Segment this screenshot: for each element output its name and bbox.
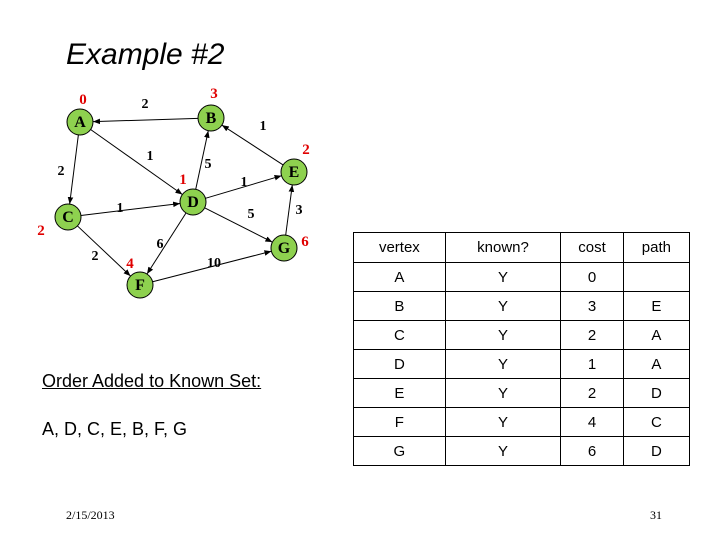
edge-weight-A-D: 1 — [147, 149, 154, 164]
node-cost-E: 2 — [302, 142, 310, 158]
cell-known: Y — [444, 378, 562, 408]
cell-path: A — [622, 349, 691, 379]
footer-page-number: 31 — [650, 508, 662, 522]
cell-path: C — [622, 407, 691, 437]
edge-D-B — [195, 130, 210, 190]
edge-A-D — [90, 129, 183, 195]
edge-weight-D-B: 5 — [205, 157, 212, 172]
cell-vertex: B — [353, 291, 446, 321]
edge-C-F — [77, 225, 131, 277]
edge-D-G — [204, 207, 273, 243]
cell-path: D — [622, 436, 691, 466]
header-path: path — [622, 232, 691, 263]
node-label-C: C — [62, 209, 74, 226]
order-heading: Order Added to Known Set: — [42, 371, 262, 391]
cell-cost: 1 — [560, 349, 624, 379]
cell-path: E — [622, 291, 691, 321]
cell-vertex: D — [353, 349, 446, 379]
edge-A-C — [67, 134, 79, 205]
cell-vertex: C — [353, 320, 446, 350]
edge-weight-D-E: 1 — [241, 175, 248, 190]
cell-known: Y — [444, 291, 562, 321]
node-cost-A: 0 — [79, 92, 87, 108]
edge-weight-G-E: 3 — [296, 203, 303, 218]
node-label-G: G — [278, 240, 291, 257]
cell-path: A — [622, 320, 691, 350]
edges: 2 2 1 5 1 1 1 5 3 2 6 10 — [58, 97, 303, 283]
edge-weight-C-F: 2 — [92, 249, 99, 264]
cell-cost: 6 — [560, 436, 624, 466]
edge-weight-D-F: 6 — [157, 237, 164, 252]
footer-date: 2/15/2013 — [66, 508, 115, 522]
edge-weight-E-B: 1 — [260, 119, 267, 134]
edge-D-E — [205, 175, 282, 199]
order-list: A, D, C, E, B, F, G — [42, 419, 188, 439]
cell-path: D — [622, 378, 691, 408]
node-cost-F: 4 — [126, 256, 134, 272]
edge-G-E — [285, 184, 295, 236]
node-cost-D: 1 — [179, 172, 187, 188]
table-row: C Y 2 A — [353, 320, 691, 350]
node-G — [270, 234, 298, 262]
node-label-A: A — [74, 114, 86, 131]
edge-weight-C-D: 1 — [117, 201, 124, 216]
cell-cost: 2 — [560, 378, 624, 408]
table-row: F Y 4 C — [353, 407, 691, 437]
cell-known: Y — [444, 407, 562, 437]
cell-vertex: F — [353, 407, 446, 437]
table-row: B Y 3 E — [353, 291, 691, 321]
node-cost-G: 6 — [301, 234, 309, 250]
header-known: known? — [444, 232, 562, 263]
cell-vertex: E — [353, 378, 446, 408]
edge-weight-F-G: 10 — [207, 256, 221, 271]
cell-cost: 4 — [560, 407, 624, 437]
dijkstra-table: vertex known? cost path A Y 0 B Y 3 E C … — [353, 232, 691, 466]
node-D — [179, 188, 207, 216]
edge-F-G — [152, 250, 272, 283]
cell-known: Y — [444, 349, 562, 379]
table-header-row: vertex known? cost path — [353, 232, 691, 263]
edge-E-B — [221, 124, 284, 166]
edge-D-F — [146, 212, 187, 275]
cell-cost: 3 — [560, 291, 624, 321]
table-row: D Y 1 A — [353, 349, 691, 379]
table-row: E Y 2 D — [353, 378, 691, 408]
edge-C-D — [80, 201, 181, 216]
node-label-F: F — [135, 277, 145, 294]
edge-B-A — [92, 117, 199, 125]
node-label-B: B — [206, 110, 217, 127]
node-cost-C: 2 — [37, 223, 45, 239]
edge-weight-A-C: 2 — [58, 164, 65, 179]
cell-vertex: A — [353, 262, 446, 292]
node-F — [126, 271, 154, 299]
edge-weight-B-A: 2 — [142, 97, 149, 112]
node-B — [197, 104, 225, 132]
cell-path — [622, 262, 691, 292]
cell-cost: 0 — [560, 262, 624, 292]
node-cost-B: 3 — [210, 86, 218, 102]
node-C — [54, 203, 82, 231]
cell-vertex: G — [353, 436, 446, 466]
node-A — [66, 108, 94, 136]
header-cost: cost — [560, 232, 624, 263]
cell-cost: 2 — [560, 320, 624, 350]
cell-known: Y — [444, 436, 562, 466]
table-row: G Y 6 D — [353, 436, 691, 466]
cell-known: Y — [444, 262, 562, 292]
table-row: A Y 0 — [353, 262, 691, 292]
header-vertex: vertex — [353, 232, 446, 263]
node-E — [280, 158, 308, 186]
cell-known: Y — [444, 320, 562, 350]
node-label-E: E — [289, 164, 300, 181]
edge-weight-D-G: 5 — [248, 207, 255, 222]
slide-title: Example #2 — [66, 38, 225, 71]
node-label-D: D — [187, 194, 199, 211]
